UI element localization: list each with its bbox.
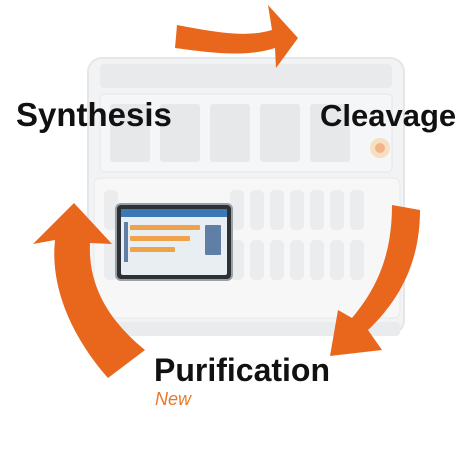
cleavage-label: Cleavage (320, 98, 457, 133)
new-badge: New (155, 389, 192, 409)
purification-label: Purification (154, 352, 331, 388)
synthesis-label: Synthesis (16, 96, 172, 133)
cycle-arrow-icon (330, 205, 420, 356)
tablet-screen (115, 203, 233, 281)
cycle-arrow-icon (175, 5, 298, 68)
cycle-arrow-icon (33, 203, 145, 378)
